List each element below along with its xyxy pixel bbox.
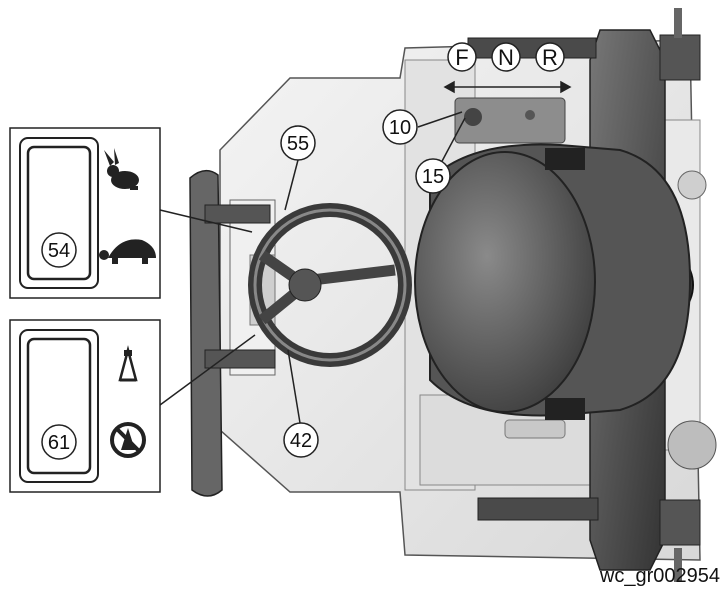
- reverse-label-circle: [535, 42, 565, 72]
- neutral-label-circle: [491, 42, 521, 72]
- neutral-label: N: [498, 45, 514, 70]
- figure-code: wc_gr002954: [599, 565, 720, 587]
- callout-55: 55: [287, 133, 309, 155]
- operator-seat: [414, 143, 692, 420]
- forward-label: F: [455, 45, 468, 70]
- turtle-icon: [99, 239, 156, 264]
- forward-label-circle: [447, 42, 477, 72]
- callouts: 10 15 55 54 61 42: [41, 109, 451, 460]
- direction-lever-plate: [454, 97, 566, 144]
- warning-triangle-icon: [118, 345, 138, 382]
- callout-10: 10: [389, 117, 411, 139]
- speed-range-panel: [9, 127, 161, 299]
- prohibited-icon: [110, 422, 146, 458]
- callout-15: 15: [422, 166, 444, 188]
- rabbit-icon: [104, 148, 139, 190]
- front-bumper: [189, 169, 276, 497]
- callout-61: 61: [48, 432, 70, 454]
- tip-warning-panel: [9, 319, 161, 493]
- direction-labels: F N R: [447, 42, 565, 72]
- steering-wheel: [248, 203, 412, 367]
- callout-54: 54: [48, 240, 70, 262]
- leader-lines: [159, 80, 572, 424]
- reverse-label: R: [542, 45, 558, 70]
- callout-42: 42: [290, 430, 312, 452]
